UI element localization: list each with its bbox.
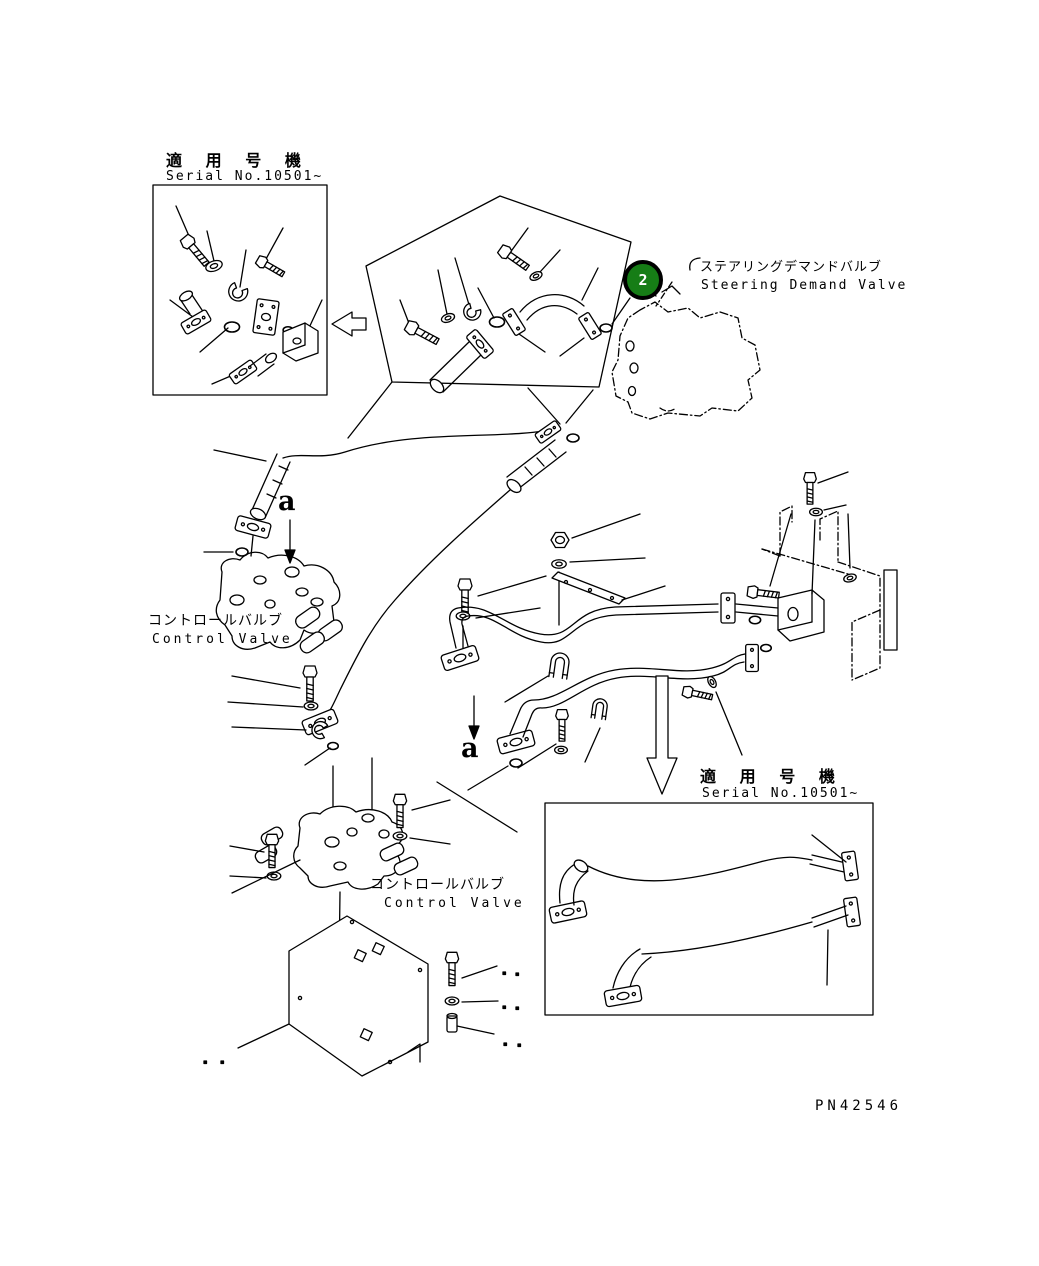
callout-leader [612, 298, 630, 324]
section-marker-a-lower: a [461, 733, 479, 764]
control-valve-upper-label-jp: コントロールバルブ [148, 613, 283, 629]
serial-note-bottom-jp: 適 用 号 機 [700, 767, 842, 786]
hydraulic-tank-outline [204, 916, 521, 1076]
serial-note-bottom-en: Serial No.10501~ [702, 786, 860, 801]
hose-upper [214, 390, 593, 540]
hose-lower [300, 440, 566, 737]
control-valve-lower-label-jp: コントロールバルブ [370, 877, 505, 893]
bottom-right-inset-box [545, 803, 873, 1015]
pipe-assembly [439, 472, 897, 790]
serial-note-top-jp: 適 用 号 機 [166, 151, 308, 170]
section-marker-a-upper: a [278, 486, 296, 517]
exploded-parts-top-left [170, 206, 322, 386]
steering-demand-valve-label-en: Steering Demand Valve [701, 278, 908, 293]
arrow-left-icon [332, 312, 366, 336]
top-left-inset-box [153, 185, 327, 395]
hose-clamp-fasteners-left [228, 665, 339, 765]
callout-number: 2 [638, 271, 648, 289]
exploded-parts-upper [400, 228, 603, 395]
control-valve-lower-label-en: Control Valve [384, 896, 525, 911]
upper-parts-polygon [348, 196, 631, 438]
serial-note-top-en: Serial No.10501~ [166, 169, 324, 184]
part-number: PN42546 [815, 1098, 903, 1114]
steering-demand-valve-label-jp: ステアリングデマンドバルブ [700, 260, 883, 275]
control-valve-upper-label-en: Control Valve [152, 632, 293, 647]
hoses-bottom [548, 835, 862, 1008]
control-valve-lower-drawing [230, 758, 517, 1055]
mount-bracket-outline [762, 506, 880, 680]
control-valve-upper-drawing [204, 520, 345, 765]
arrow-down-icon [647, 676, 677, 794]
tank-fasteners [444, 951, 520, 1046]
callout-balloon-2[interactable]: 2 [623, 260, 663, 300]
